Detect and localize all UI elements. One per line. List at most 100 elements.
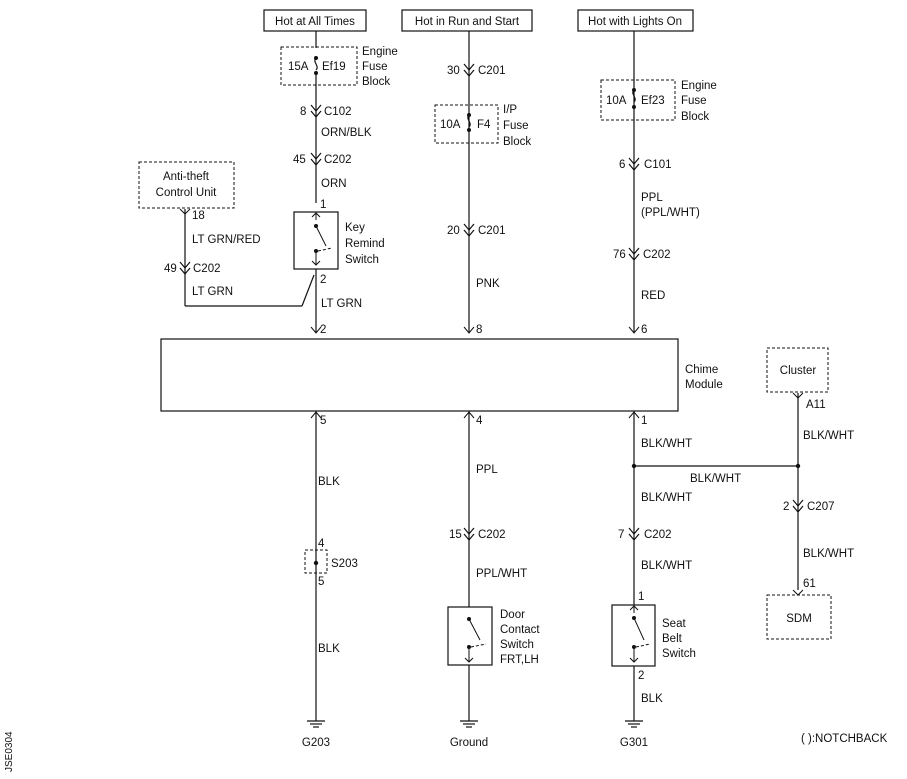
connector-pin: 20	[447, 225, 460, 237]
fuse-block-f4	[434, 104, 499, 144]
switch-pin: 1	[638, 591, 644, 603]
fuse-block-label: Fuse	[362, 61, 388, 73]
connector-label: C201	[478, 65, 506, 77]
ground-label: Ground	[450, 737, 488, 749]
wire-color-label: PPL	[641, 192, 663, 204]
wire-color-label: RED	[641, 290, 665, 302]
figure-code: JSE0304	[4, 731, 15, 772]
bottom-2-circuit: 4 PPL 15 C202 PPL/WHT Door Contact Switc…	[447, 411, 540, 749]
splice-junction	[795, 463, 801, 469]
connector-pin: A11	[806, 399, 826, 411]
module-pin: 8	[476, 324, 482, 336]
switch-label: Door	[500, 609, 525, 621]
fuse-id-ef23: Ef23	[641, 95, 665, 107]
connector-pin: 61	[803, 578, 816, 590]
connector-pin: 7	[618, 529, 624, 541]
sdm-box	[766, 594, 832, 640]
connector-label: C202	[644, 529, 672, 541]
wire-color-label: BLK/WHT	[641, 492, 692, 504]
module-pin: 1	[641, 415, 647, 427]
fuse-block-label: Block	[681, 111, 709, 123]
switch-label: Contact	[500, 624, 540, 636]
fuse-block-label: I/P	[503, 104, 517, 116]
fuse-rating-15a: 15A	[288, 61, 309, 73]
column-2-circuit: 30 C201 10A F4 I/P Fuse Block 20 C201 PN…	[434, 31, 531, 336]
antitheft-control-unit	[138, 161, 235, 209]
connector-label: C202	[324, 154, 352, 166]
antitheft-label: Anti-theft	[163, 171, 210, 183]
wire-color-label: PPL/WHT	[476, 568, 527, 580]
switch-label: Belt	[662, 633, 683, 645]
switch-pin: 2	[638, 670, 644, 682]
fuse-block-label: Block	[503, 136, 531, 148]
power-label-run-start: Hot in Run and Start	[415, 16, 520, 28]
connector-c207	[792, 499, 804, 513]
fuse-rating-10a: 10A	[440, 119, 461, 131]
wire-color-label: BLK/WHT	[803, 430, 854, 442]
splice-label: S203	[331, 558, 358, 570]
fuse-block-label: Fuse	[503, 120, 529, 132]
connector-label: C102	[324, 106, 352, 118]
connector-c202	[628, 247, 640, 261]
bottom-3-circuit: 1 BLK/WHT BLK/WHT BLK/WHT 7 C202 BLK/WHT…	[611, 411, 798, 749]
wire-color-label: BLK/WHT	[803, 548, 854, 560]
connector-label: C101	[644, 159, 672, 171]
wire-color-label: PNK	[476, 278, 500, 290]
switch-pin: 2	[320, 274, 326, 286]
chime-module	[160, 338, 679, 412]
connector-pin: 76	[613, 249, 626, 261]
fuse-block-label: Engine	[362, 46, 398, 58]
ground-icon	[625, 720, 643, 728]
sdm-label: SDM	[786, 613, 812, 625]
fuse-block-label: Fuse	[681, 95, 707, 107]
connector-c202	[310, 152, 322, 166]
connector-label: C201	[478, 225, 506, 237]
switch-label: Remind	[345, 238, 385, 250]
splice-s203	[304, 549, 328, 574]
module-pin: 6	[641, 324, 647, 336]
wire-color-label: ORN/BLK	[321, 127, 372, 139]
power-box-lights	[577, 9, 694, 32]
power-label-lights: Hot with Lights On	[588, 16, 682, 28]
connector-c202	[179, 261, 191, 275]
cluster-box	[766, 347, 829, 393]
ground-label: G301	[620, 737, 648, 749]
power-box-always	[263, 9, 367, 32]
connector-label: C202	[478, 529, 506, 541]
wire-color-label: LT GRN	[192, 286, 233, 298]
connector-pin: 18	[192, 210, 205, 222]
connector-pin: 49	[164, 263, 177, 275]
connector-pin: 8	[300, 106, 306, 118]
fuse-block-label: Engine	[681, 80, 717, 92]
chime-module-label: Module	[685, 379, 723, 391]
wire-color-label: BLK/WHT	[690, 473, 741, 485]
power-box-run-start	[401, 9, 533, 32]
fuse-id-ef19: Ef19	[322, 61, 346, 73]
connector-c202	[628, 527, 640, 541]
fuse-id-f4: F4	[477, 119, 491, 131]
switch-label: FRT,LH	[500, 654, 539, 666]
antitheft-label: Control Unit	[156, 187, 218, 199]
switch-label: Key	[345, 222, 365, 234]
connector-label: C202	[193, 263, 221, 275]
fuse-block-ef23	[600, 79, 676, 121]
wire-color-label: BLK/WHT	[641, 560, 692, 572]
switch-label: Switch	[662, 648, 696, 660]
door-contact-switch	[447, 606, 493, 666]
ground-label: G203	[302, 737, 330, 749]
ground-icon	[307, 720, 325, 728]
antitheft-circuit: Anti-theft Control Unit 18 LT GRN/RED 49…	[138, 161, 315, 307]
switch-label: Seat	[662, 618, 686, 630]
switch-label: Switch	[345, 254, 379, 266]
connector-c101	[628, 157, 640, 171]
power-label-always: Hot at All Times	[275, 16, 355, 28]
chime-module-label: Chime	[685, 364, 718, 376]
column-1-circuit: 15A Ef19 Engine Fuse Block 8 C102 ORN/BL…	[280, 31, 398, 336]
switch-label: Switch	[500, 639, 534, 651]
ground-icon	[460, 720, 478, 728]
splice-pin: 4	[318, 538, 325, 550]
connector-c201	[463, 223, 475, 237]
connector-pin: 45	[293, 154, 306, 166]
connector-pin: 15	[449, 529, 462, 541]
